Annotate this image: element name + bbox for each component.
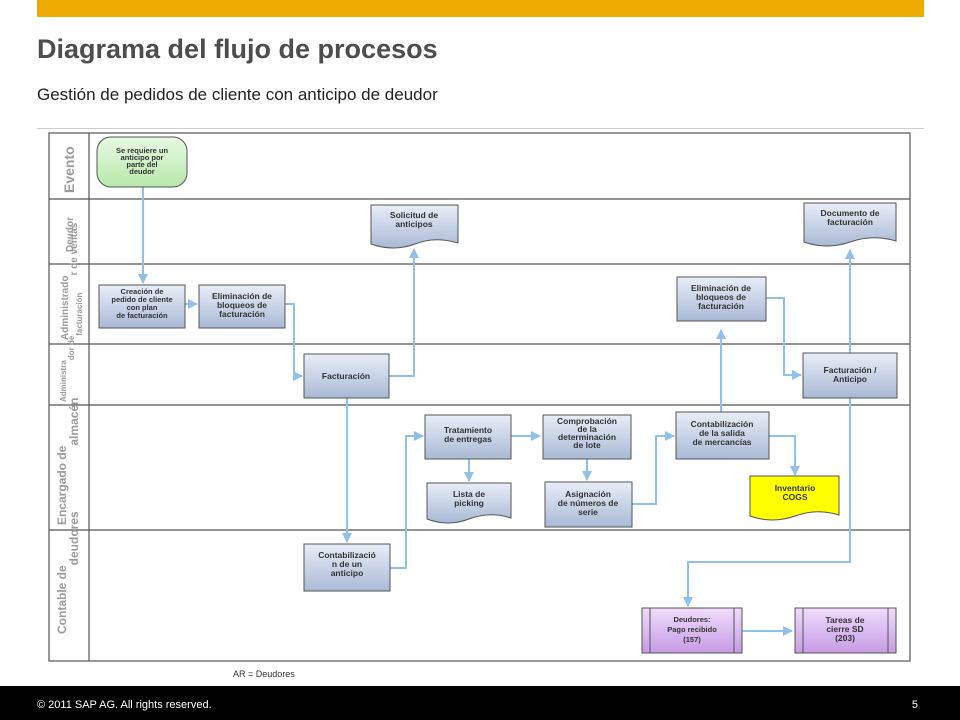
process-factanticipo-text: Facturación /Anticipo (824, 365, 878, 384)
lane-label-contable-deudores-text: Contable dedeudores (55, 511, 81, 634)
connector-contab-tratamiento (390, 431, 424, 569)
copyright-text: © 2011 SAP AG. All rights reserved. (37, 699, 212, 711)
lane-label-administrador-ventas-text: Administrador de ventas (60, 222, 80, 340)
lane-label-deudor: Deudor (65, 217, 76, 252)
subprocess-deudores-text: Deudores:Pago recibido(157) (667, 615, 717, 644)
connector-asignacion-contab-salida (632, 431, 675, 505)
lane-label-contable-deudores: Contable dedeudores (55, 511, 81, 634)
page-title: Diagrama del flujo de procesos (37, 34, 438, 64)
process-facturacion: Facturación (303, 353, 390, 399)
subprocess-deudores-pago: Deudores:Pago recibido(157) (641, 607, 743, 654)
lane-label-encargado-almacen: Encargado dealmacén (55, 398, 81, 525)
lane-label-administrador-facturacion: Administrador defacturación (59, 293, 84, 402)
lane-label-encargado-almacen-text: Encargado dealmacén (55, 398, 81, 525)
legend-note: AR = Deudores (233, 669, 295, 679)
lane-label-administrador-facturacion-text: Administrador defacturación (59, 293, 84, 402)
connector-factanticipo-deudores (683, 398, 851, 607)
footer-bar: © 2011 SAP AG. All rights reserved. 5 (0, 686, 960, 720)
connector-elim2-factanticipo (766, 297, 802, 380)
connector-elim1-facturacion (285, 303, 303, 381)
lane-label-administrador-ventas: Administrador de ventas (60, 222, 80, 340)
top-accent-bar (37, 0, 924, 17)
page-number: 5 (911, 699, 918, 711)
connectors (138, 187, 855, 636)
lane-label-evento: Evento (61, 146, 77, 193)
process-facturacion-text: Facturación (322, 371, 370, 381)
page-subtitle: Gestión de pedidos de cliente con antici… (37, 85, 438, 104)
swimlane-frame (48, 132, 911, 662)
connector-facturacion-solicitud (388, 248, 419, 377)
process-facturacion-anticipo: Facturación /Anticipo (802, 352, 898, 399)
connector-contab-salida-inventario (769, 435, 800, 476)
divider (37, 128, 924, 129)
